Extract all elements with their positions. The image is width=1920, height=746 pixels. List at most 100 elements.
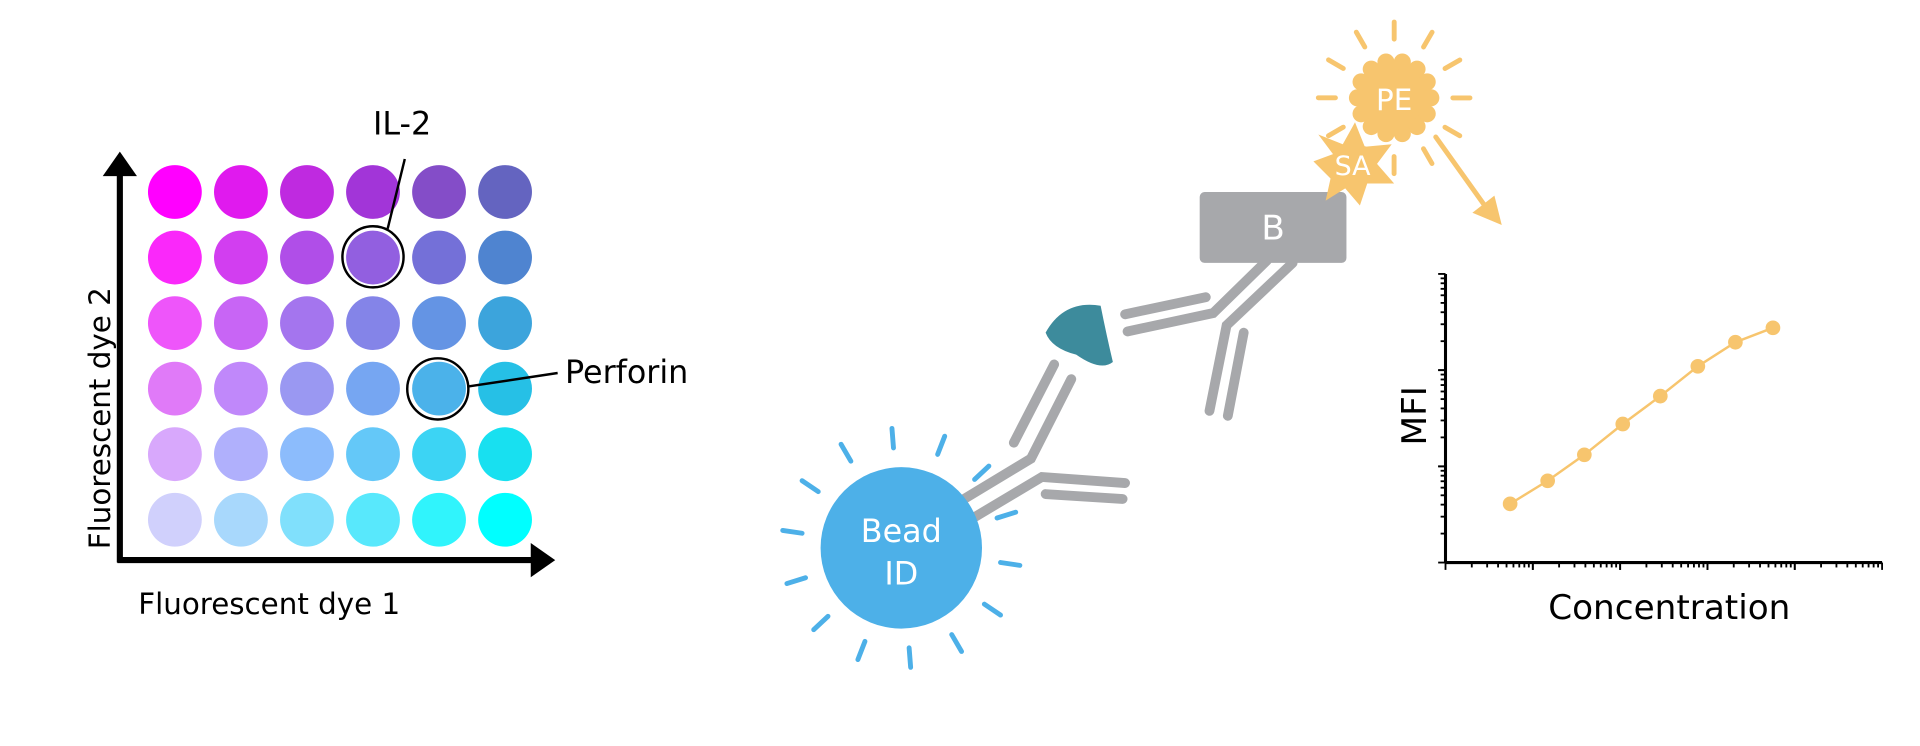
perforin-label: Perforin xyxy=(565,354,688,391)
emission-arrow xyxy=(1433,134,1488,208)
bead-dot xyxy=(412,427,466,482)
bead-glow-rays-icon xyxy=(780,425,1023,670)
data-point xyxy=(1652,388,1668,404)
bead-dot xyxy=(346,165,400,219)
streptavidin-star xyxy=(1313,122,1395,206)
bead-dot xyxy=(214,230,268,285)
ray xyxy=(780,527,805,536)
data-point xyxy=(1540,473,1556,489)
bead-dot xyxy=(412,361,466,416)
chart-y-label: MFI xyxy=(1395,386,1435,445)
il2-highlight-ring xyxy=(341,225,405,289)
bead-dot xyxy=(346,361,400,416)
bead-dot xyxy=(214,165,268,219)
bead-dot xyxy=(346,492,400,547)
pe-bump xyxy=(1408,60,1426,78)
pe-bump xyxy=(1408,117,1426,136)
data-point xyxy=(1577,447,1592,463)
ray xyxy=(1442,57,1463,71)
data-point xyxy=(1615,416,1631,432)
bead-dot xyxy=(214,427,268,482)
phycoerythrin-label: PE xyxy=(1376,83,1412,117)
bead-dot xyxy=(412,165,466,219)
bead-dot xyxy=(478,361,532,416)
ray xyxy=(998,560,1023,568)
pe-bump xyxy=(1348,89,1367,107)
ray xyxy=(949,632,965,654)
chart-x-label: Concentration xyxy=(1548,588,1790,628)
bead-dot xyxy=(280,361,334,416)
pe-bump xyxy=(1362,117,1380,136)
bead-id xyxy=(820,467,983,629)
ray xyxy=(855,638,868,663)
pe-bump xyxy=(1352,73,1370,91)
ray xyxy=(1326,57,1346,71)
chart-series xyxy=(1502,320,1781,512)
pe-bump xyxy=(1418,105,1436,123)
perforin-highlight-ring xyxy=(406,357,470,421)
ray xyxy=(1421,29,1435,50)
bead-dot xyxy=(478,165,532,219)
ray xyxy=(935,433,948,457)
ray xyxy=(1353,29,1368,50)
pe-bump xyxy=(1418,73,1436,91)
bead-dot xyxy=(147,492,202,547)
il2-label: IL-2 xyxy=(373,106,431,143)
bead-label-line2: ID xyxy=(884,556,918,593)
bead-dot xyxy=(147,296,202,351)
pe-bump xyxy=(1393,53,1411,71)
pe-bump xyxy=(1422,89,1440,107)
data-point xyxy=(1728,334,1743,350)
pe-bump xyxy=(1352,105,1370,123)
bead-dot xyxy=(346,230,400,285)
ray xyxy=(1326,124,1346,139)
pe-bump xyxy=(1377,53,1395,71)
standard-curve-chart: MFI Concentration xyxy=(1395,273,1884,628)
x-axis-label: Fluorescent dye 1 xyxy=(138,587,400,621)
data-point xyxy=(1502,496,1518,512)
perforin-leader-line xyxy=(468,371,558,388)
emission-arrowhead xyxy=(1472,195,1502,226)
ray xyxy=(799,478,821,495)
capture-antibody xyxy=(955,359,1130,524)
bead-dot xyxy=(214,361,268,416)
ray xyxy=(889,425,896,451)
pe-bump xyxy=(1377,125,1395,143)
chart-axes xyxy=(1438,273,1884,570)
bead-dot xyxy=(280,165,334,219)
bead-dot xyxy=(147,427,202,482)
ray xyxy=(838,441,854,464)
bead-dot xyxy=(412,296,466,351)
bead-dot xyxy=(412,230,466,285)
bead-dot xyxy=(147,165,202,219)
bead-grid xyxy=(147,165,532,547)
ray xyxy=(1421,146,1435,166)
ray xyxy=(972,463,992,482)
ray xyxy=(1442,124,1463,139)
biotin-label: B xyxy=(1261,209,1285,249)
bead-dot xyxy=(280,230,334,285)
ray xyxy=(906,645,914,670)
bead-dot xyxy=(280,427,334,482)
data-point xyxy=(1765,320,1781,336)
bead-dot xyxy=(214,492,268,547)
streptavidin-label: SA xyxy=(1335,151,1372,182)
pe-bump xyxy=(1362,60,1380,78)
bead-dot xyxy=(214,296,268,351)
pe-bump xyxy=(1393,125,1411,143)
bead-dot xyxy=(147,230,202,285)
series-line xyxy=(1509,326,1774,505)
bead-dot xyxy=(478,427,532,482)
ray xyxy=(811,613,831,633)
bead-dot xyxy=(346,296,400,351)
detection-antibody xyxy=(1120,255,1298,421)
bead-dot xyxy=(478,230,532,285)
ray xyxy=(784,575,809,587)
bead-dot xyxy=(147,361,202,416)
ray xyxy=(981,601,1003,618)
bead-dot xyxy=(412,492,466,547)
phycoerythrin-star xyxy=(1348,53,1440,143)
bead-dot xyxy=(346,427,400,482)
bead-dot xyxy=(280,296,334,351)
phycoerythrin-blob xyxy=(1357,61,1431,135)
